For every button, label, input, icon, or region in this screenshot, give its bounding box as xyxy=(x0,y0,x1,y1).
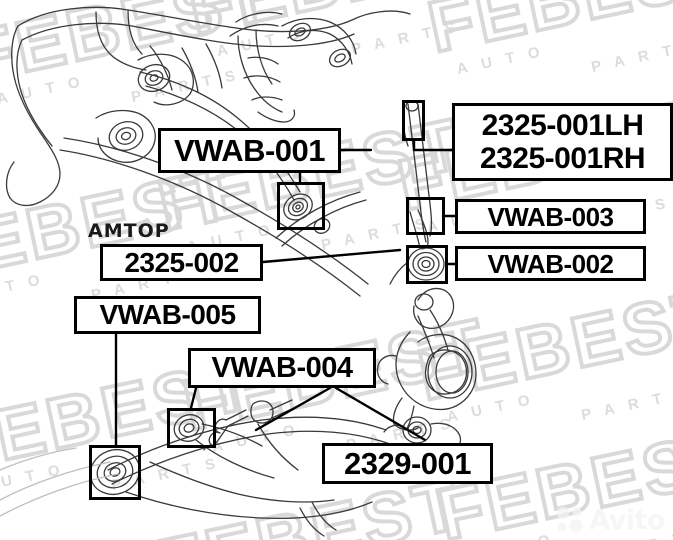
part-number-text: 2325-001LH xyxy=(481,108,644,142)
amtop-brand-text: AMTOP xyxy=(88,220,170,242)
part-number-text: 2329-001 xyxy=(343,446,472,481)
frame-vwab-004-bush xyxy=(167,408,216,448)
frame-vwab-005-bush xyxy=(89,445,141,500)
leader-2325-001 xyxy=(412,139,454,152)
lower-arm-ghost-outline xyxy=(0,447,119,517)
part-number-label-2329-001[interactable]: 2329-001 xyxy=(322,443,493,484)
part-number-label-vwab-001[interactable]: VWAB-001 xyxy=(158,128,341,173)
eccentric-adjustment-bolt xyxy=(203,399,295,451)
part-number-label-vwab-002[interactable]: VWAB-002 xyxy=(455,246,646,281)
part-number-label-vwab-004[interactable]: VWAB-004 xyxy=(188,348,376,388)
avito-wordmark: Avito xyxy=(589,504,665,536)
part-number-text: 2325-002 xyxy=(124,246,239,278)
frame-vwab-001-bush xyxy=(277,182,325,230)
part-number-text: VWAB-003 xyxy=(487,201,614,232)
leader-2329-001a xyxy=(254,386,332,432)
part-number-text: VWAB-002 xyxy=(487,248,614,279)
frame-2325-001-arm xyxy=(402,100,425,141)
frame-vwab-003-bush xyxy=(406,197,445,235)
frame-vwab-002-bush xyxy=(406,245,448,284)
part-number-text: VWAB-004 xyxy=(211,351,353,384)
part-number-label-vwab-003[interactable]: VWAB-003 xyxy=(455,199,646,234)
leader-vwab-004 xyxy=(189,386,198,410)
part-number-text: VWAB-001 xyxy=(173,133,326,168)
avito-watermark: Avito xyxy=(555,506,665,534)
rear-subframe xyxy=(5,6,411,207)
leader-2329-001b xyxy=(334,386,427,442)
rear-lower-control-arm xyxy=(89,414,391,537)
leader-2325-002 xyxy=(261,248,402,264)
part-number-label-vwab-005[interactable]: VWAB-005 xyxy=(74,296,261,334)
avito-logo-icon xyxy=(557,506,583,533)
part-number-text: 2325-001RH xyxy=(479,141,646,175)
part-number-text: VWAB-005 xyxy=(99,299,236,330)
rear-lateral-link xyxy=(59,109,369,297)
vwab-001-bushing-detail xyxy=(275,191,367,247)
part-number-label-2325-002[interactable]: 2325-002 xyxy=(100,244,263,281)
